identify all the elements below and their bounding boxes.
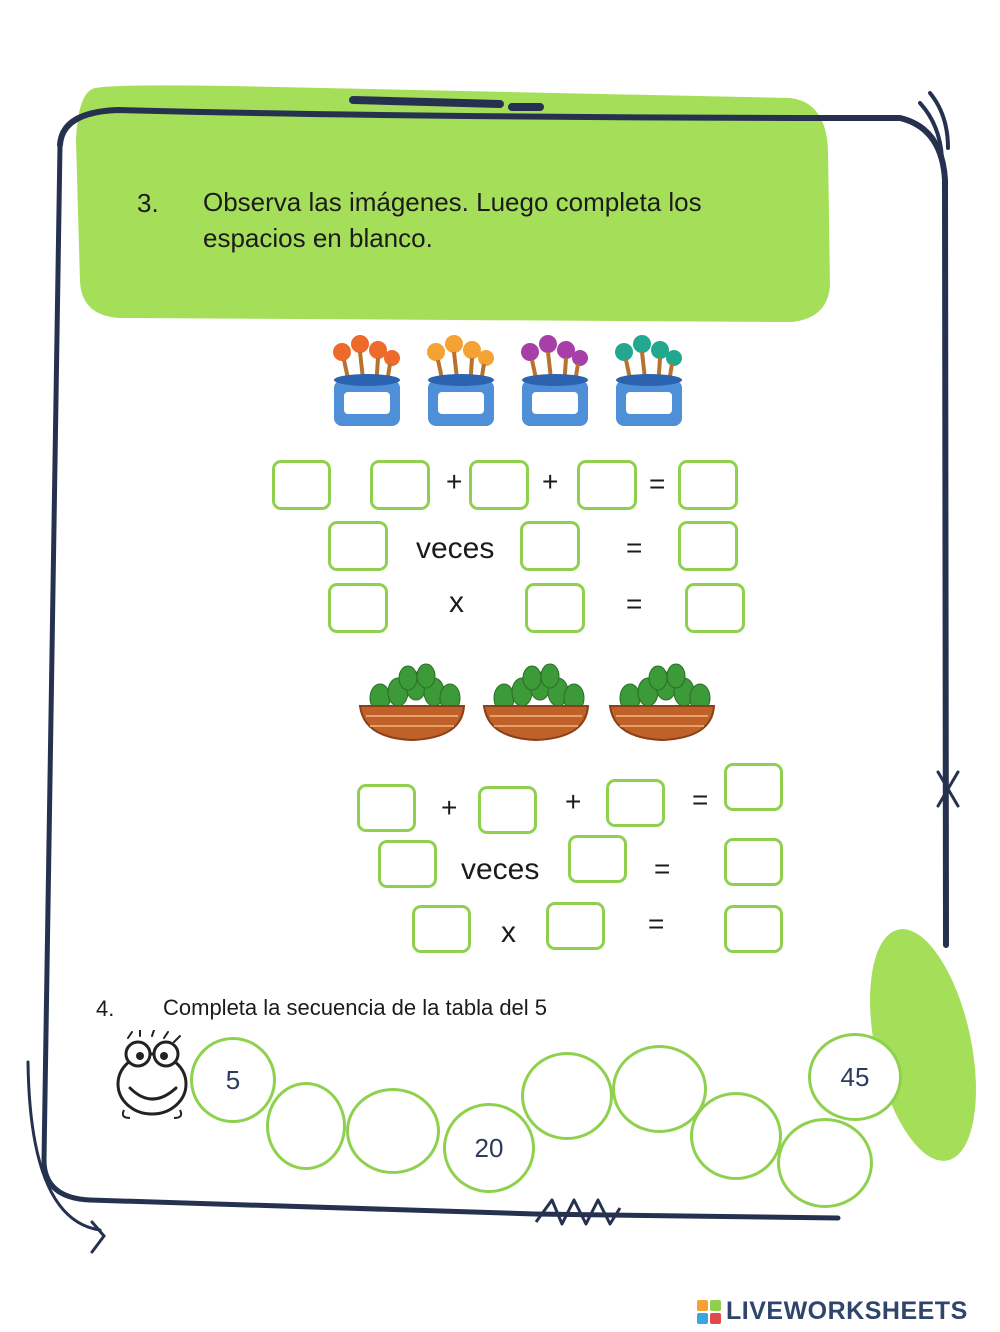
- caterpillar-head-icon: [116, 1030, 188, 1119]
- equals-sign: =: [626, 588, 643, 619]
- veces-label: veces: [416, 532, 495, 565]
- equals-sign: =: [648, 908, 665, 939]
- sequence-circle[interactable]: [612, 1045, 707, 1133]
- sequence-circle[interactable]: [777, 1118, 873, 1208]
- exercise-3-instruction: Observa las imágenes. Luego completa los…: [203, 187, 702, 253]
- paint-pot: [427, 335, 494, 426]
- exercise-3-number: 3.: [137, 188, 159, 218]
- pear-basket: [608, 663, 716, 742]
- sequence-circle[interactable]: [690, 1092, 782, 1180]
- brand-name: LIVEWORKSHEETS: [726, 1297, 968, 1325]
- sequence-circle[interactable]: [346, 1088, 440, 1174]
- equals-sign: =: [692, 784, 709, 815]
- answer-box[interactable]: [724, 763, 783, 811]
- answer-box[interactable]: [568, 835, 627, 883]
- answer-box[interactable]: [678, 460, 738, 510]
- answer-box[interactable]: [577, 460, 637, 510]
- liveworksheets-logo: LIVEWORKSHEETS: [697, 1297, 968, 1326]
- veces-label: veces: [461, 853, 540, 886]
- answer-box[interactable]: [525, 583, 585, 633]
- sequence-circle[interactable]: [266, 1082, 346, 1170]
- pear-basket: [482, 663, 590, 742]
- answer-box[interactable]: [724, 838, 783, 886]
- paint-pot: [615, 335, 682, 426]
- liveworksheets-logo-icon: [697, 1299, 721, 1324]
- answer-box[interactable]: [378, 840, 437, 888]
- answer-box[interactable]: [328, 521, 388, 571]
- answer-box[interactable]: [370, 460, 430, 510]
- paint-pot: [333, 335, 400, 426]
- pear-baskets-illustration: [358, 663, 716, 742]
- plus-sign: +: [441, 792, 458, 823]
- plus-sign: +: [446, 466, 463, 497]
- pear-basket: [358, 663, 466, 742]
- answer-box[interactable]: [678, 521, 738, 571]
- equals-sign: =: [654, 853, 671, 884]
- answer-box[interactable]: [469, 460, 529, 510]
- answer-box[interactable]: [520, 521, 580, 571]
- plus-sign: +: [565, 786, 582, 817]
- plus-sign: +: [542, 466, 559, 497]
- equals-sign: =: [626, 532, 643, 563]
- times-sign: x: [449, 586, 464, 619]
- exercise-4-instruction: Completa la secuencia de la tabla del 5: [163, 995, 548, 1020]
- answer-box[interactable]: [357, 784, 416, 832]
- equals-sign: =: [649, 468, 666, 499]
- times-sign: x: [501, 916, 516, 949]
- paint-pot: [521, 335, 588, 426]
- answer-box[interactable]: [724, 905, 783, 953]
- answer-box[interactable]: [272, 460, 331, 510]
- exercise-4-number: 4.: [96, 996, 115, 1021]
- sequence-circle[interactable]: 45: [808, 1033, 902, 1121]
- answer-box[interactable]: [606, 779, 665, 827]
- answer-box[interactable]: [328, 583, 388, 633]
- sequence-circle[interactable]: 5: [190, 1037, 276, 1123]
- sequence-circle[interactable]: 20: [443, 1103, 535, 1193]
- sequence-circle[interactable]: [521, 1052, 613, 1140]
- answer-box[interactable]: [412, 905, 471, 953]
- answer-box[interactable]: [546, 902, 605, 950]
- answer-box[interactable]: [685, 583, 745, 633]
- answer-box[interactable]: [478, 786, 537, 834]
- paint-pots-illustration: [333, 335, 682, 426]
